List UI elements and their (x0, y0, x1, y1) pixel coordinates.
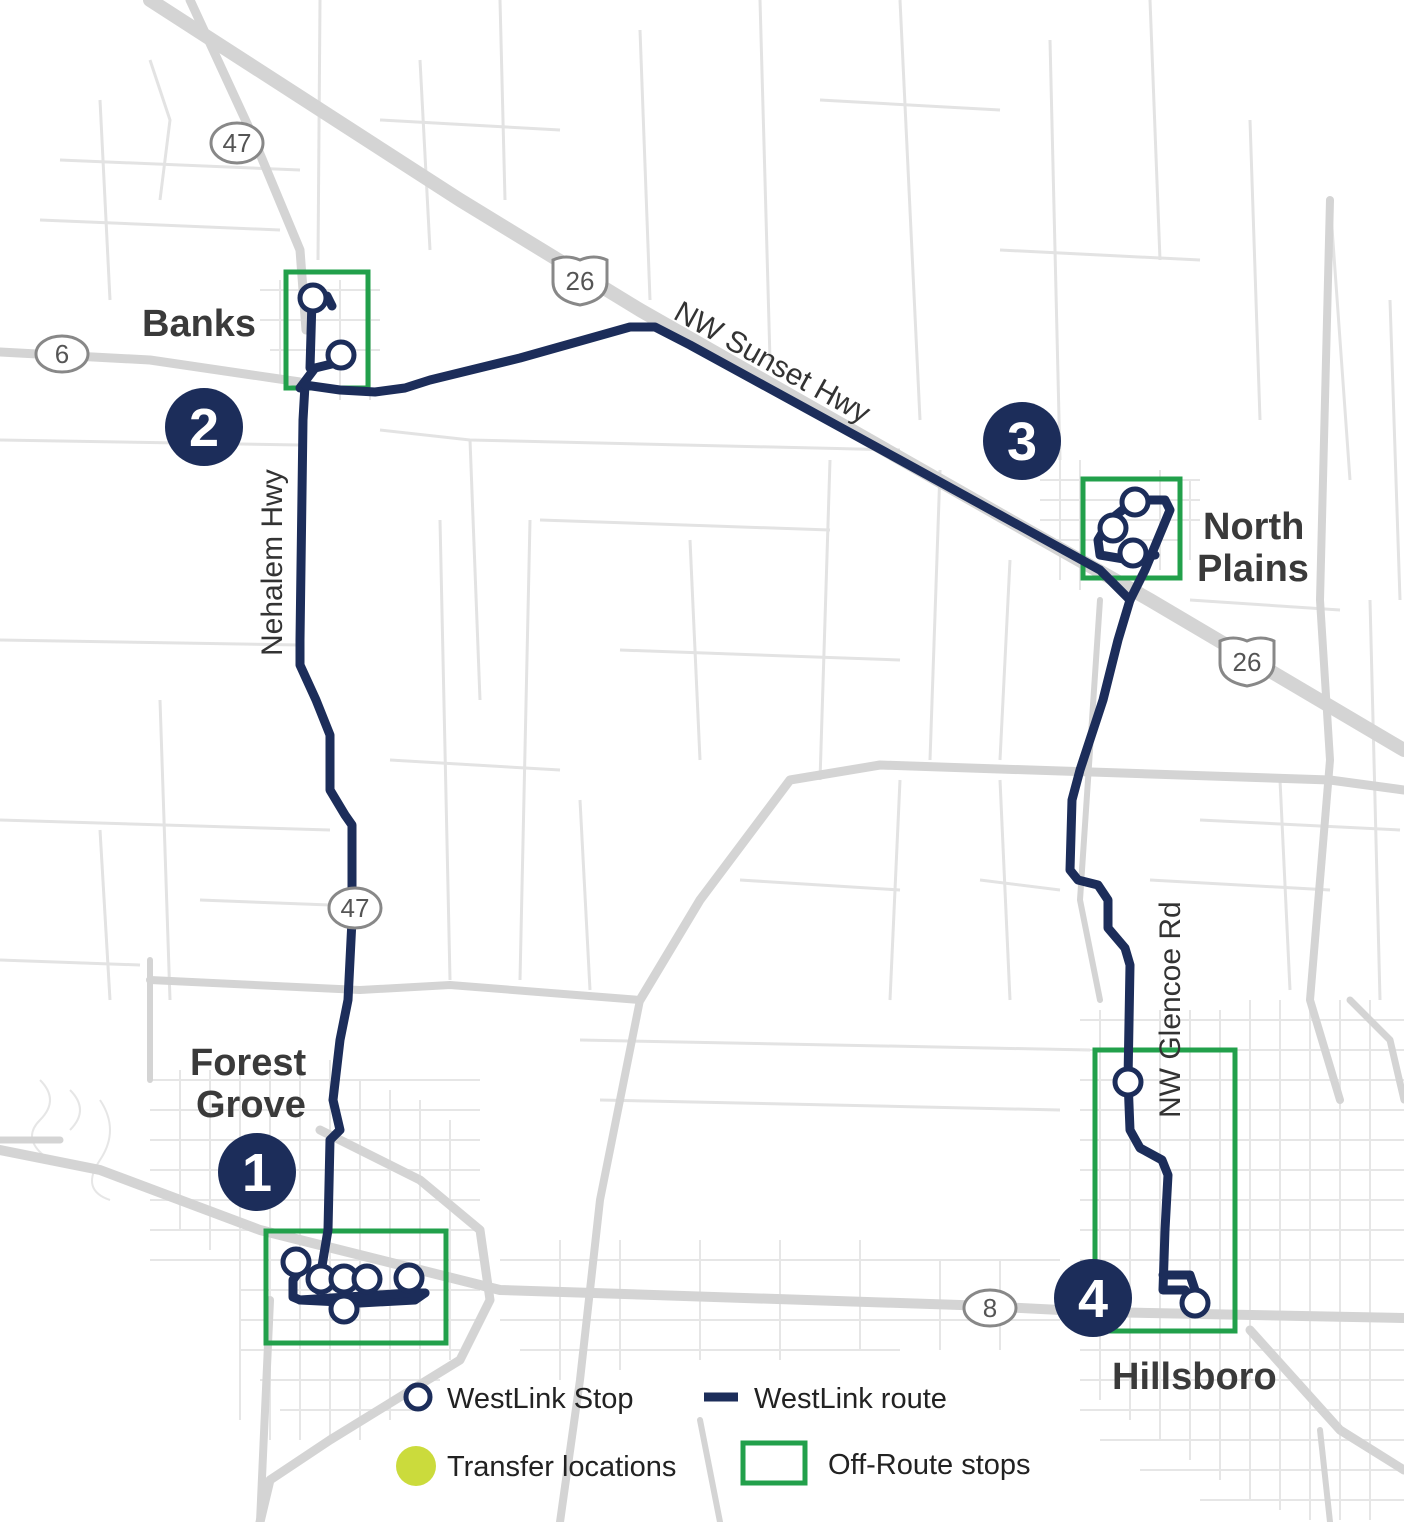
svg-text:2: 2 (189, 398, 219, 458)
hwy6-label: 6 (55, 339, 69, 369)
legend-offroute-icon (740, 1440, 808, 1486)
nehalem-hwy-label: Nehalem Hwy (256, 469, 289, 656)
legend-route: WestLink route (704, 1383, 947, 1415)
stop-north-plains-c (1117, 537, 1149, 569)
hwy6-shield: 6 (34, 334, 90, 374)
legend-stop-icon (403, 1382, 433, 1412)
hwy47-south-shield: 47 (327, 886, 383, 930)
legend-transfer: Transfer locations (396, 1446, 676, 1486)
svg-text:4: 4 (1078, 1269, 1108, 1329)
westlink-route-line (288, 291, 1200, 1308)
place-hillsboro: Hillsboro (1112, 1356, 1277, 1398)
legend-stop-label: WestLink Stop (447, 1383, 633, 1415)
place-north-plains-line1: North (1203, 506, 1304, 548)
hwy8-label: 8 (983, 1293, 997, 1323)
stop-hillsboro (1179, 1287, 1211, 1319)
minor-roads (0, 0, 1402, 1112)
us26-west-label: 26 (566, 266, 595, 296)
hwy47-south-label: 47 (341, 893, 370, 923)
place-banks: Banks (142, 303, 256, 345)
stop-north-plains-a (1119, 486, 1151, 518)
place-north-plains-line2: Plains (1197, 548, 1309, 590)
offroute-box-hillsboro (1092, 1047, 1238, 1334)
hwy47-north-label: 47 (223, 128, 252, 158)
us26-east-shield: 26 (1218, 636, 1276, 688)
stop-banks-north (297, 282, 329, 314)
legend-transfer-label: Transfer locations (447, 1451, 676, 1483)
stop-number-3: 3 (983, 402, 1061, 480)
stop-banks-south (325, 339, 357, 371)
stop-north-plains-b (1097, 512, 1129, 544)
stop-forest-grove-d (351, 1263, 383, 1295)
stop-number-4: 4 (1054, 1259, 1132, 1337)
offroute-box-forest-grove (263, 1228, 449, 1346)
stop-forest-grove-e (393, 1262, 425, 1294)
place-forest-grove-line2: Grove (196, 1084, 306, 1126)
stop-glencoe (1112, 1066, 1144, 1098)
us26-west-shield: 26 (551, 255, 609, 307)
legend-offroute: Off-Route stops (740, 1440, 1031, 1486)
westlink-stops (280, 282, 1211, 1325)
hwy47-north-shield: 47 (209, 121, 265, 165)
svg-text:1: 1 (242, 1143, 272, 1203)
legend-route-label: WestLink route (754, 1383, 947, 1415)
legend: WestLink Stop WestLink route Transfer lo… (396, 1382, 1031, 1486)
svg-text:3: 3 (1007, 412, 1037, 472)
stop-number-1: 1 (218, 1133, 296, 1211)
sunset-hwy-label: NW Sunset Hwy (669, 295, 876, 430)
legend-offroute-label: Off-Route stops (828, 1449, 1031, 1481)
glencoe-rd-label: NW Glencoe Rd (1154, 901, 1187, 1118)
stop-forest-grove-f (328, 1293, 360, 1325)
us26-east-label: 26 (1233, 647, 1262, 677)
hwy8-shield: 8 (962, 1288, 1018, 1328)
offroute-box-north-plains (1080, 476, 1183, 581)
stop-forest-grove-a (280, 1246, 312, 1278)
stop-number-2: 2 (165, 388, 243, 466)
legend-transfer-icon (396, 1446, 436, 1486)
legend-stop: WestLink Stop (403, 1382, 633, 1415)
place-forest-grove-line1: Forest (190, 1042, 306, 1084)
